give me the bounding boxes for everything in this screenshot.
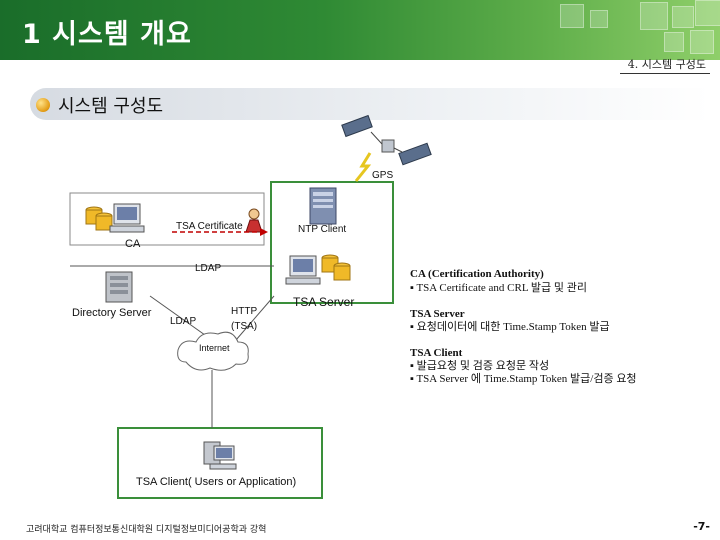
directory-server-icon — [106, 272, 132, 302]
ldap-bottom-label: LDAP — [170, 316, 196, 327]
satellite-icon — [342, 116, 431, 165]
ca-info-title: CA (Certification Authority) — [410, 268, 544, 281]
ca-info-desc: ▪ TSA Certificate and CRL 발급 및 관리 — [410, 282, 587, 295]
client-info-desc2: ▪ TSA Server 에 Time.Stamp Token 발급/검증 요청 — [410, 373, 637, 386]
http-line — [236, 296, 274, 340]
tsa-certificate-label: TSA Certificate — [176, 221, 243, 232]
tsa-server-label: TSA Server — [293, 295, 354, 309]
client-pc-icon — [204, 442, 236, 469]
client-info-desc1: ▪ 발급요청 및 검증 요청문 작성 — [410, 360, 549, 373]
page-number: -7- — [693, 520, 710, 533]
ca-label: CA — [125, 238, 140, 250]
client-info-title: TSA Client — [410, 347, 462, 360]
footer-text: 고려대학교 컴퓨터정보통신대학원 디지털정보미디어공학과 강혁 — [26, 522, 266, 535]
ldap-top-label: LDAP — [195, 263, 221, 274]
certificate-person-icon — [246, 209, 262, 232]
tsa-client-label: TSA Client( Users or Application) — [136, 476, 296, 488]
ntp-client-label: NTP Client — [298, 224, 346, 235]
ntp-server-icon — [310, 188, 336, 224]
gps-label: GPS — [372, 170, 393, 181]
tsa-server-pc-icon — [286, 255, 350, 284]
http-label: HTTP — [231, 306, 257, 317]
internet-label: Internet — [199, 343, 230, 353]
server-info-desc: ▪ 요청데이터에 대한 Time.Stamp Token 발급 — [410, 321, 610, 334]
server-info-title: TSA Server — [410, 308, 465, 321]
tsa-paren-label: (TSA) — [231, 321, 257, 332]
directory-server-label: Directory Server — [72, 307, 151, 319]
gps-signal-icon — [356, 153, 370, 181]
ca-pc-icon — [86, 204, 144, 232]
